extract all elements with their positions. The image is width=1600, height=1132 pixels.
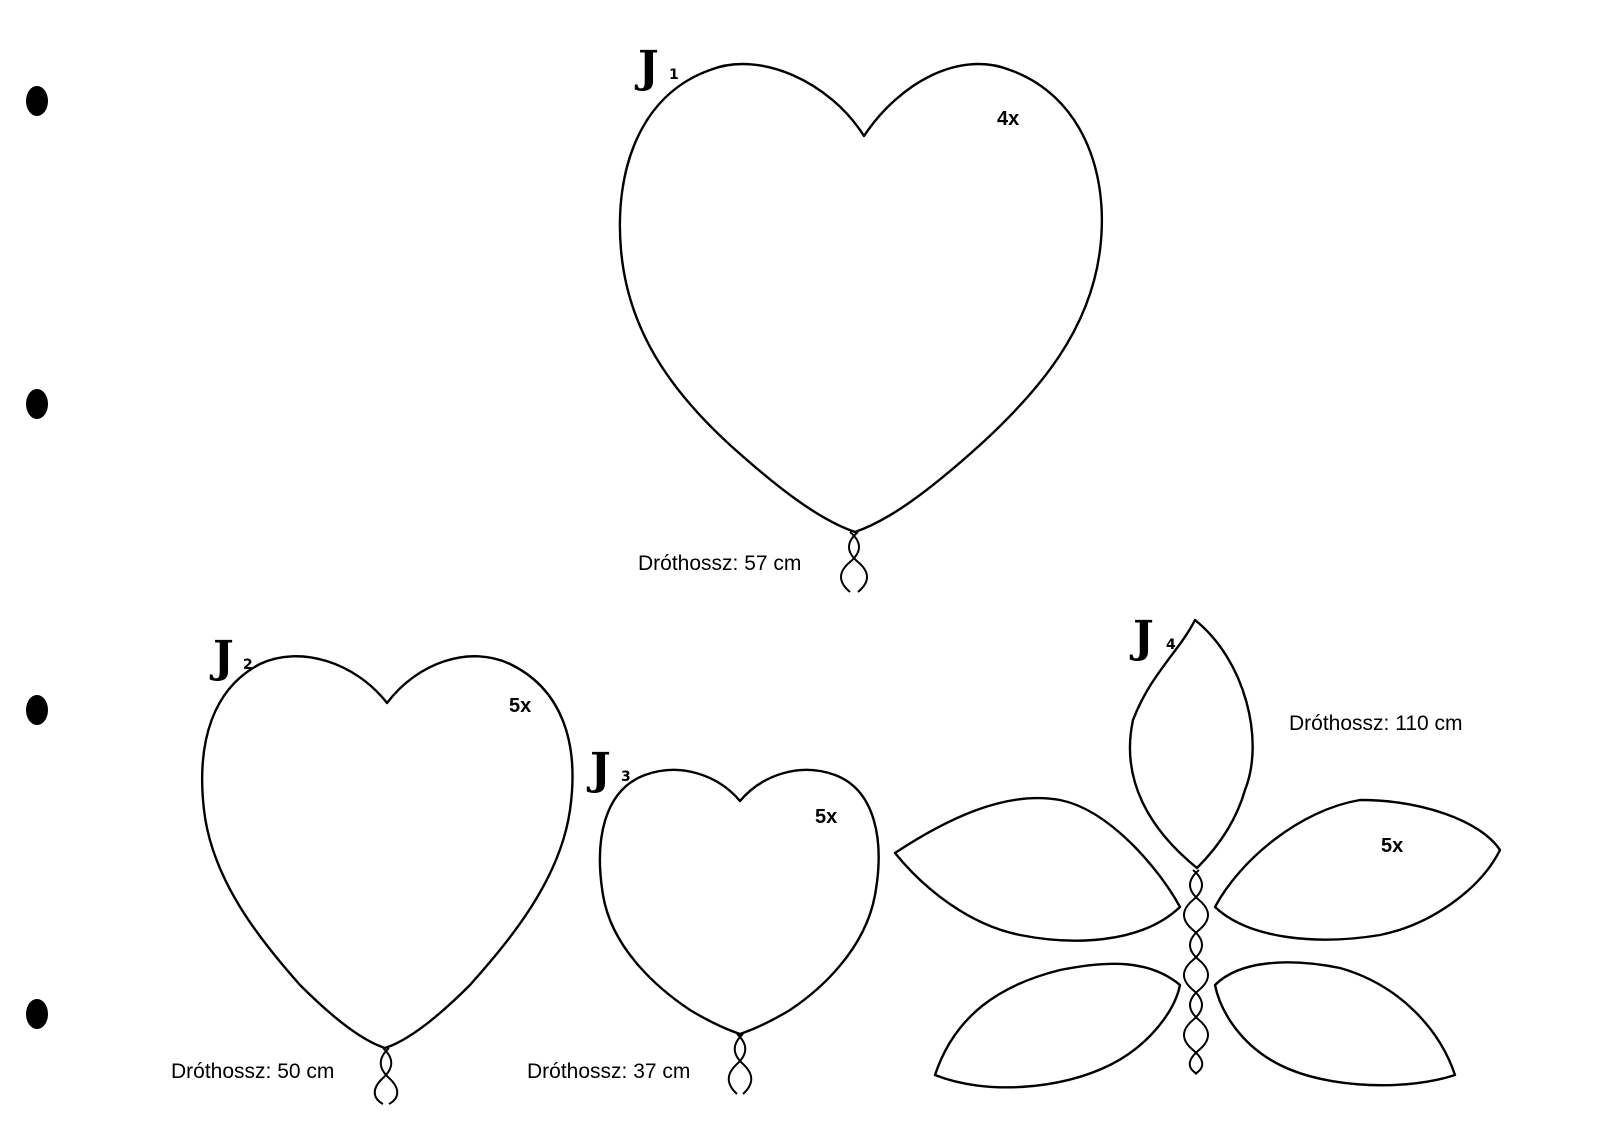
pattern-letter-j1: J [634, 42, 659, 93]
pattern-j4: J 4 5x Dróthossz: 110 cm [893, 612, 1502, 1089]
heart-outline-j2 [200, 655, 574, 1050]
petal-upper-right-j4 [1213, 798, 1502, 941]
petal-lower-left-j4 [933, 962, 1182, 1089]
wire-length-j2: Dróthossz: 50 cm [171, 1060, 334, 1083]
pattern-count-j4: 5x [1381, 835, 1403, 857]
pattern-letter-j2: J [209, 632, 234, 683]
pattern-j1: J 1 4x Dróthossz: 57 cm [618, 42, 1104, 593]
pattern-subscript-j4: 4 [1166, 637, 1176, 653]
wire-length-j4: Dróthossz: 110 cm [1289, 712, 1463, 735]
wire-length-j3: Dróthossz: 37 cm [527, 1060, 690, 1083]
wire-twist-j1 [840, 531, 868, 593]
petal-upper-left-j4 [893, 796, 1182, 942]
petal-top-j4 [1128, 618, 1254, 870]
pattern-subscript-j1: 1 [669, 67, 679, 83]
wire-twist-j2 [373, 1047, 399, 1105]
binder-holes [26, 86, 48, 1029]
binder-hole [26, 389, 48, 419]
petal-lower-right-j4 [1213, 961, 1457, 1087]
wire-twist-j3 [727, 1033, 753, 1095]
binder-hole [26, 999, 48, 1029]
wire-length-j1: Dróthossz: 57 cm [638, 552, 801, 575]
heart-outline-j3 [598, 768, 880, 1036]
pattern-count-j3: 5x [815, 806, 837, 828]
pattern-letter-j4: J [1129, 612, 1154, 663]
binder-hole [26, 695, 48, 725]
pattern-j2: J 2 5x Dróthossz: 50 cm [171, 632, 574, 1105]
heart-outline-j1 [618, 62, 1104, 534]
pattern-count-j1: 4x [997, 108, 1019, 130]
wire-twist-j4 [1183, 869, 1209, 1075]
pattern-j3: J 3 5x Dróthossz: 37 cm [527, 744, 880, 1095]
pattern-letter-j3: J [586, 744, 611, 795]
pattern-subscript-j3: 3 [621, 769, 631, 785]
pattern-count-j2: 5x [509, 695, 531, 717]
pattern-subscript-j2: 2 [243, 657, 253, 673]
binder-hole [26, 86, 48, 116]
